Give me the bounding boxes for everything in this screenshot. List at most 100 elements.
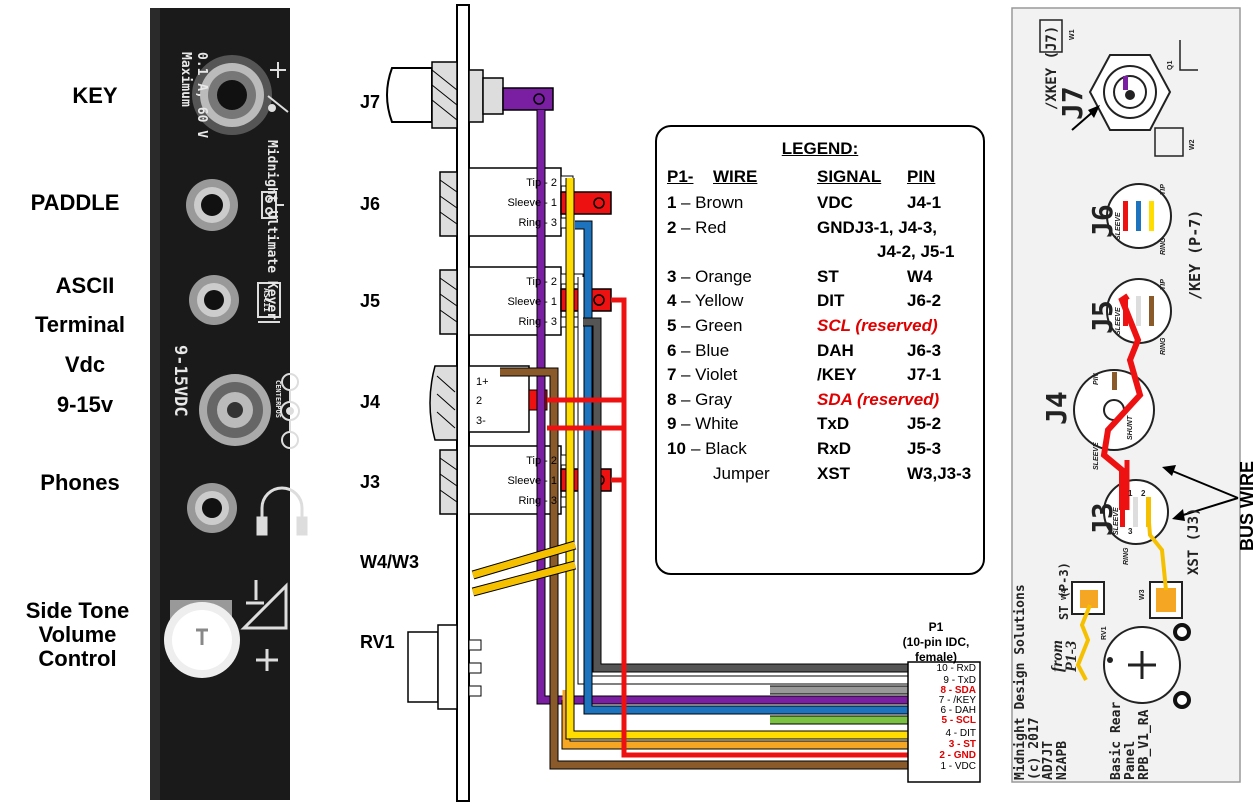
legend-row-signal: /KEY bbox=[817, 365, 857, 385]
w4w3-label: W4/W3 bbox=[360, 552, 420, 572]
p1-label-line2: (10-pin IDC, bbox=[902, 635, 970, 649]
p1-pin-3: 3 - ST bbox=[949, 739, 976, 750]
pcb-j3-n2: 2 bbox=[1141, 489, 1146, 498]
legend-header-wire: WIRE bbox=[713, 167, 758, 186]
pcb-j6-footprint bbox=[1106, 183, 1172, 249]
legend-header-pin: PIN bbox=[907, 167, 936, 186]
pcb-j4-pin: PIN bbox=[1093, 372, 1100, 385]
pcb-call1: AD7JT bbox=[1041, 741, 1056, 780]
legend-row-signal: VDC bbox=[817, 193, 853, 212]
j3-sleeve-label: Sleeve - 1 bbox=[507, 475, 557, 487]
p1-pin-7: 7 - /KEY bbox=[939, 695, 977, 706]
wire-bundle bbox=[471, 110, 908, 770]
p1-pin-2: 2 - GND bbox=[939, 750, 976, 761]
legend-row-number: 6 bbox=[667, 340, 677, 360]
j6-ring-label: Ring - 3 bbox=[518, 217, 557, 229]
pcb-j7-footprint bbox=[1088, 54, 1172, 131]
legend-row-wire: Jumper bbox=[713, 463, 770, 483]
phones-jack-photo bbox=[187, 483, 237, 533]
legend-header-p1: P1- bbox=[667, 167, 694, 186]
legend-row-signal: DIT bbox=[817, 291, 845, 311]
legend-row-wire: – Black bbox=[691, 439, 747, 458]
p1-label-line1: P1 bbox=[928, 620, 944, 634]
legend-row-wire: – White bbox=[681, 414, 739, 434]
pcb-from: from bbox=[1049, 640, 1066, 672]
legend-row-number: 4 bbox=[667, 291, 677, 311]
bus-wire-label: BUS WIRE bbox=[1237, 461, 1257, 551]
pcb-p13: P1-3 bbox=[1063, 641, 1080, 673]
side-view-panel bbox=[456, 4, 470, 802]
vdc-jack-photo bbox=[199, 374, 271, 446]
legend-row-wire: – Violet bbox=[681, 365, 738, 385]
legend-row: Jumper XST W3,J3-3 bbox=[667, 464, 985, 488]
legend-row-wire: – Orange bbox=[681, 266, 752, 286]
pcb-xkey-j7: /XKEY (J7) bbox=[1044, 26, 1060, 110]
pcb-j5-ring: RING bbox=[1160, 337, 1167, 355]
legend-row-wire: – Gray bbox=[681, 389, 733, 409]
pcb-q1: Q1 bbox=[1167, 61, 1174, 70]
panel-title-text: Midnight Ultimate Keyer bbox=[264, 140, 279, 320]
j6-sleeve-label: Sleeve - 1 bbox=[507, 197, 557, 209]
j6-tip-label: Tip - 2 bbox=[526, 177, 557, 189]
pcb-j6-sleeve: SLEEVE bbox=[1115, 212, 1122, 240]
legend-row-number: 5 bbox=[667, 316, 677, 335]
legend-row-signal: TxD bbox=[817, 414, 850, 434]
j4-label: J4 bbox=[360, 392, 381, 412]
pcb-j6-ring: RING bbox=[1160, 237, 1167, 255]
ascii-monitor-icon bbox=[257, 282, 281, 323]
pcb-orange-jumper bbox=[1146, 509, 1168, 591]
legend-row-signal: GNDJ3-1, J4-3, bbox=[817, 217, 937, 237]
legend-row-number: 8 bbox=[667, 389, 677, 409]
legend-row-number: 1 bbox=[667, 193, 677, 212]
legend-row-pin: J4-2, J5-1 bbox=[877, 242, 955, 262]
j5-label: J5 bbox=[360, 291, 381, 311]
legend-row: 3– Orange ST W4 bbox=[667, 267, 985, 291]
pcb-j3-n1: 1 bbox=[1128, 489, 1133, 498]
legend-row-pin: J5-3 bbox=[907, 439, 942, 458]
legend-row-signal: XST bbox=[817, 463, 851, 483]
sidetone-label-line3: Control bbox=[38, 646, 117, 671]
legend-header-row: P1- WIRE SIGNAL PIN bbox=[667, 167, 985, 191]
panel-polarity-text: CENTERPOS bbox=[274, 380, 282, 418]
p1-pin-1: 1 - VDC bbox=[940, 761, 976, 772]
vdc-label-line1: Vdc bbox=[64, 352, 106, 377]
legend-header-signal: SIGNAL bbox=[817, 167, 882, 186]
j3-ring-label: Ring - 3 bbox=[518, 495, 557, 507]
p1-pin-10: 10 - RxD bbox=[937, 663, 976, 674]
pcb-j3: J3 bbox=[1086, 502, 1119, 536]
j3-tip-label: Tip - 2 bbox=[526, 455, 557, 467]
legend-row-signal: SCL (reserved) bbox=[817, 316, 938, 335]
p1-connector bbox=[907, 661, 981, 783]
legend-row-signal: ST bbox=[817, 266, 839, 286]
legend-row-number: 2 bbox=[667, 217, 677, 237]
key-symbol-icon bbox=[267, 62, 289, 113]
legend-row-number: 3 bbox=[667, 266, 677, 286]
pcb-w1: W1 bbox=[1069, 29, 1076, 40]
pcb-w2: W2 bbox=[1189, 139, 1196, 150]
pcb-j3-sleeve: SLEEVE bbox=[1113, 507, 1120, 535]
legend-title: LEGEND: bbox=[781, 139, 859, 158]
volume-ramp-icon bbox=[240, 580, 288, 671]
p1-pin-9: 9 - TxD bbox=[943, 675, 976, 686]
front-panel-photo: Midnight Ultimate Keyer 0.1 A, 60 V Maxi… bbox=[150, 8, 308, 800]
key-jack-photo bbox=[192, 55, 272, 135]
j3-label: J3 bbox=[360, 472, 381, 492]
legend-row-signal: DAH bbox=[817, 340, 854, 360]
legend-row-pin: W4 bbox=[907, 266, 933, 286]
pcb-rv1: RV1 bbox=[1101, 626, 1108, 640]
headphones-icon bbox=[256, 486, 308, 536]
legend-row-wire: – Yellow bbox=[681, 291, 744, 311]
ascii-label-line1: ASCII bbox=[55, 273, 115, 298]
pcb-j4-sleeve: SLEEVE bbox=[1093, 442, 1100, 470]
j7-label: J7 bbox=[360, 92, 381, 112]
pcb-j4-footprint bbox=[1073, 369, 1155, 451]
legend-row-pin: J6-2 bbox=[907, 291, 942, 311]
j5-ring-label: Ring - 3 bbox=[518, 316, 557, 328]
paddle-label: PADDLE bbox=[30, 190, 120, 215]
legend-row-pin: W3,J3-3 bbox=[907, 463, 972, 483]
